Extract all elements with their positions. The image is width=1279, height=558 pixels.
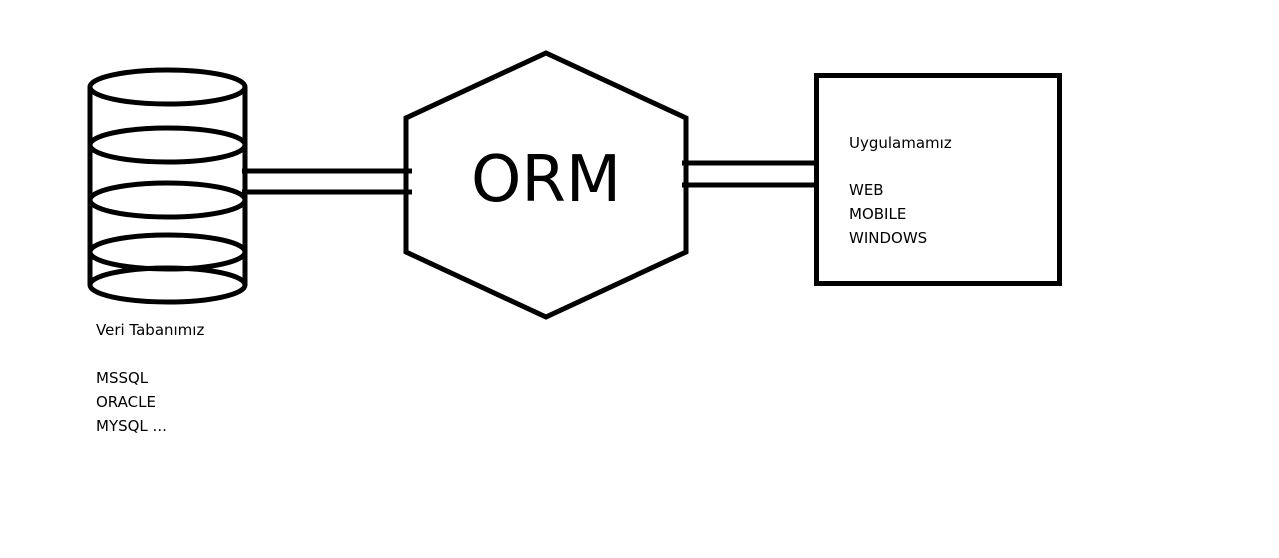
- database-item-oracle: ORACLE: [96, 393, 156, 411]
- application-title: Uygulamamız: [849, 134, 952, 152]
- orm-app-connector: [682, 160, 817, 188]
- database-item-mssql: MSSQL: [96, 369, 149, 387]
- orm-hexagon: [403, 50, 689, 320]
- orm-label: ORM: [470, 143, 622, 217]
- application-box: [814, 73, 1062, 286]
- application-item-web: WEB: [849, 181, 884, 199]
- application-item-windows: WINDOWS: [849, 229, 928, 247]
- database-icon: [87, 67, 248, 305]
- application-item-mobile: MOBILE: [849, 205, 907, 223]
- database-title: Veri Tabanımız: [96, 321, 205, 339]
- database-item-mysql: MYSQL ...: [96, 417, 167, 435]
- db-orm-connector: [242, 168, 412, 195]
